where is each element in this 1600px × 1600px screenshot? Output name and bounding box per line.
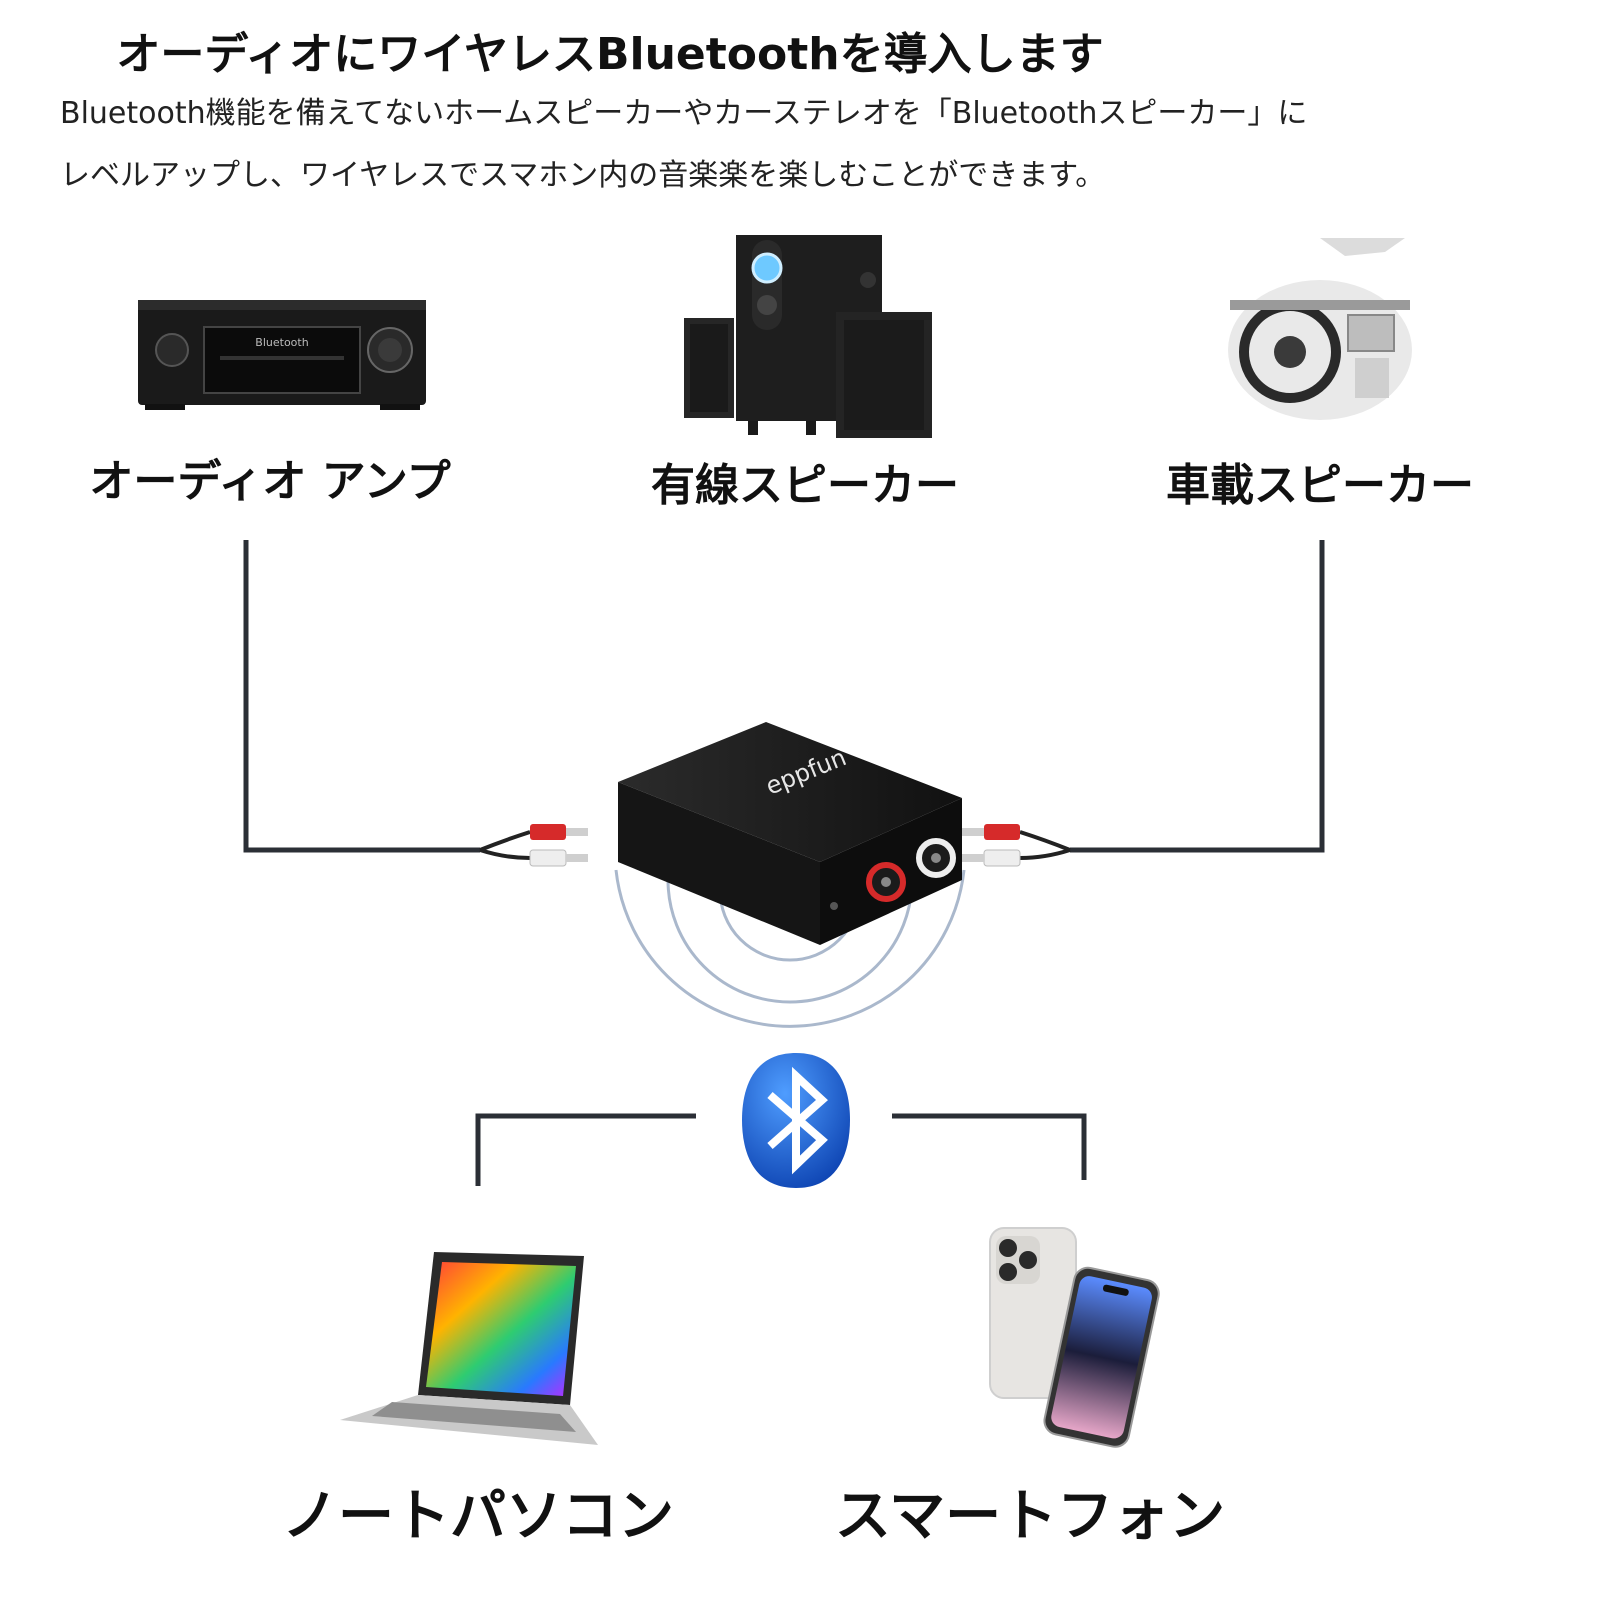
bluetooth-receiver-icon: eppfun <box>618 722 962 945</box>
laptop-icon <box>340 1252 598 1445</box>
right-rca-cable <box>962 824 1071 867</box>
car-speaker-label: 車載スピーカー <box>1166 460 1474 511</box>
smartphone-icon <box>989 1227 1160 1448</box>
audio-amplifier-icon: Bluetooth <box>138 300 426 410</box>
description-line-1: Bluetooth機能を備えてないホームスピーカーやカーステレオを「Blueto… <box>60 96 1308 131</box>
diagram-title: オーディオにワイヤレスBluetoothを導入します <box>116 29 1104 80</box>
laptop-label: ノートパソコン <box>282 1484 674 1549</box>
audio-amplifier-label: オーディオ アンプ <box>89 456 450 507</box>
description-line-2: レベルアップし、ワイヤレスでスマホン内の音楽楽を楽しむことができます。 <box>60 158 1106 193</box>
wired-speaker-icon <box>684 235 932 438</box>
car-connection-line <box>1070 540 1325 853</box>
bluetooth-icon <box>742 1053 850 1188</box>
laptop-connection-line <box>475 1113 696 1186</box>
amplifier-screen-text: Bluetooth <box>255 336 308 349</box>
left-rca-cable <box>479 824 588 867</box>
phone-connection-line <box>892 1113 1087 1180</box>
car-dashboard-icon <box>1228 238 1412 420</box>
wired-speaker-label: 有線スピーカー <box>651 460 959 511</box>
amplifier-connection-line <box>243 540 480 853</box>
smartphone-label: スマートフォン <box>835 1484 1225 1549</box>
